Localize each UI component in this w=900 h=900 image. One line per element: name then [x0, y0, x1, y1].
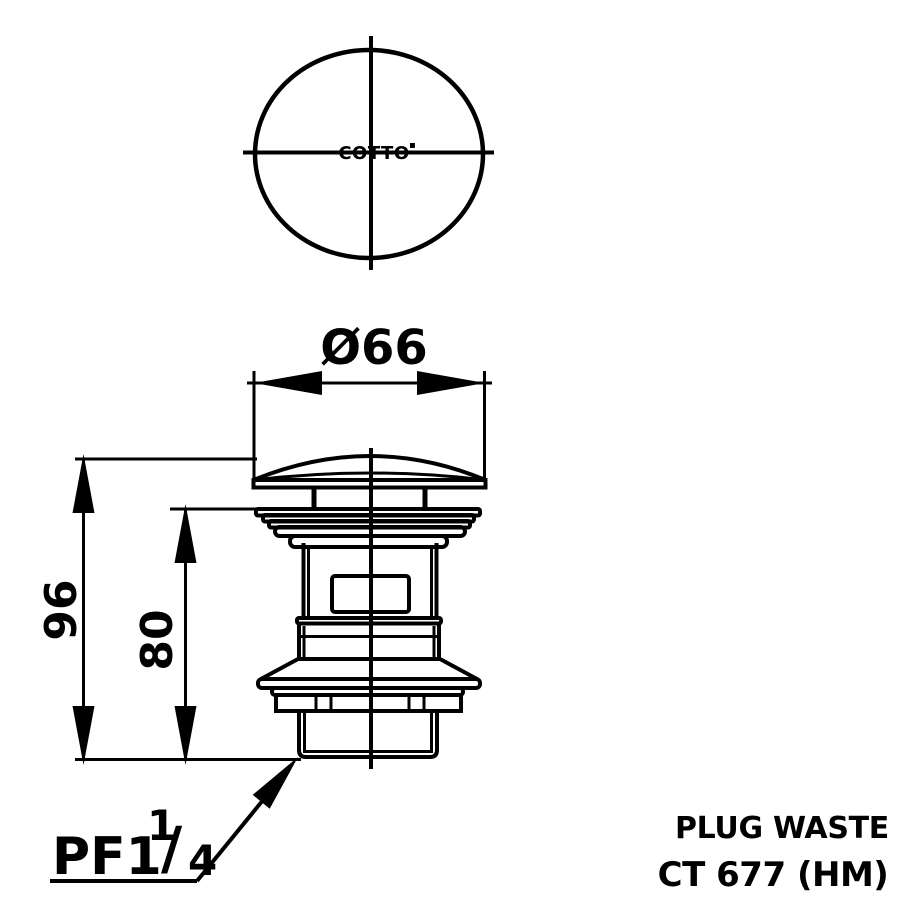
dimension-overall-height: 96	[36, 454, 301, 765]
dimension-diameter: Ø66	[247, 320, 492, 480]
overall-height-value-label: 96	[36, 579, 87, 640]
brand-logo: COTTO	[338, 143, 409, 164]
brand-trademark-icon: ▪	[409, 140, 416, 151]
diameter-value-label: Ø66	[320, 320, 428, 376]
body-height-arrowhead-bottom	[174, 706, 197, 765]
body-shoulder	[288, 534, 449, 549]
thread-size-numerator-label: 1	[147, 801, 176, 850]
front-view	[251, 448, 488, 769]
thread-leader-arrowhead	[252, 757, 298, 809]
thread-outer-outline	[297, 711, 439, 759]
plug-cap-top-outline	[252, 47, 486, 261]
diameter-arrowhead-left	[254, 371, 322, 395]
title-block: PLUG WASTE CT 677 (HM)	[658, 811, 890, 895]
overall-height-arrowhead-top	[72, 454, 95, 513]
body-height-value-label: 80	[132, 609, 183, 670]
locknut	[274, 693, 463, 713]
body-height-arrowhead-top	[174, 504, 197, 563]
top-view: COTTO ▪	[243, 36, 494, 270]
thread-size-prefix-label: PF1	[52, 827, 162, 887]
product-name-label: PLUG WASTE	[675, 811, 889, 846]
thread-size-denominator-label: 4	[188, 836, 217, 885]
dimension-body-height: 80	[132, 504, 258, 765]
product-code-label: CT 677 (HM)	[658, 855, 889, 895]
overall-height-arrowhead-bottom	[72, 706, 95, 765]
thread-size-slash-label: /	[161, 814, 183, 882]
thread-callout: PF1 1 / 4	[50, 757, 298, 887]
diameter-arrowhead-right	[417, 371, 485, 395]
